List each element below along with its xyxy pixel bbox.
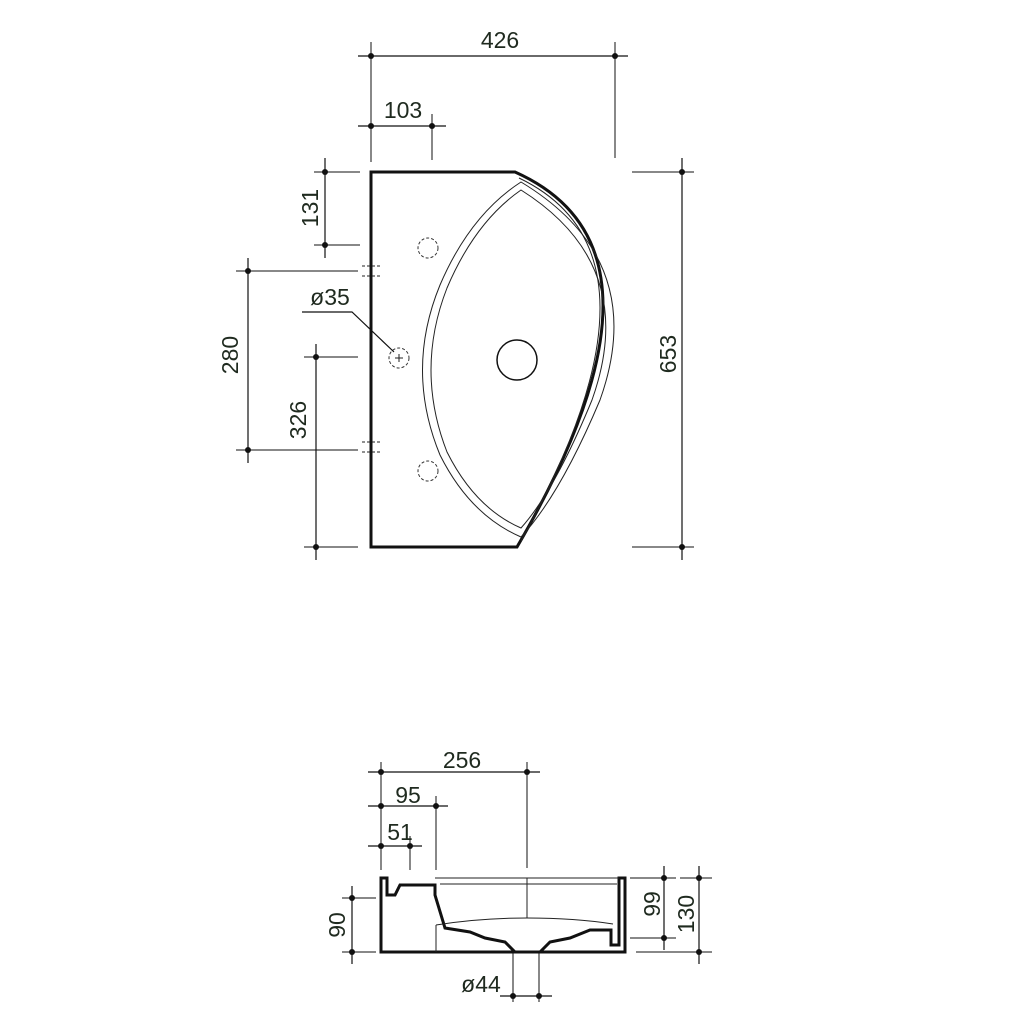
dim-label-280: 280 xyxy=(217,336,243,374)
tap-hole-upper xyxy=(417,237,439,259)
dim-label-90: 90 xyxy=(324,912,350,938)
basin-outline xyxy=(369,170,605,549)
dimension-256: 256 xyxy=(368,747,540,870)
dimension-90: 90 xyxy=(324,886,376,964)
dim-label-99: 99 xyxy=(639,891,665,917)
tap-hole-center xyxy=(388,347,410,369)
bowl-inner-rim xyxy=(430,189,607,529)
dim-label-44: ø44 xyxy=(461,971,501,997)
dimension-99: 99 xyxy=(630,866,676,950)
bowl-outer-rim xyxy=(422,181,615,538)
dimension-103: 103 xyxy=(358,97,446,162)
dimension-51: 51 xyxy=(368,819,422,870)
dim-label-103: 103 xyxy=(384,97,422,123)
dimension-95: 95 xyxy=(368,782,448,870)
fixing-mark-upper xyxy=(362,265,380,277)
front-curve-face xyxy=(518,177,601,542)
fixing-mark-lower xyxy=(362,441,380,453)
dimension-280: 280 xyxy=(217,258,358,463)
dimension-131: 131 xyxy=(297,158,360,258)
dim-label-95: 95 xyxy=(395,782,421,808)
dim-label-130: 130 xyxy=(673,895,699,933)
dim-label-131: 131 xyxy=(297,189,323,227)
dimension-326: 326 xyxy=(285,344,358,560)
dimension-tap-diameter: ø35 xyxy=(302,284,395,353)
dim-label-326: 326 xyxy=(285,401,311,439)
dim-label-35: ø35 xyxy=(310,284,350,310)
side-view: 256 95 51 90 xyxy=(324,747,712,1002)
dim-label-426: 426 xyxy=(481,27,519,53)
drain-hole xyxy=(496,339,538,381)
dimension-426: 426 xyxy=(358,27,628,162)
side-outline xyxy=(379,876,627,954)
top-view: 426 103 131 280 xyxy=(217,27,694,560)
dim-label-256: 256 xyxy=(443,747,481,773)
dimension-drain-diameter: ø44 xyxy=(461,952,552,1002)
dimension-130: 130 xyxy=(636,866,712,964)
tap-hole-lower xyxy=(417,460,439,482)
dim-label-51: 51 xyxy=(387,819,413,845)
dim-label-653: 653 xyxy=(655,335,681,373)
dimension-653: 653 xyxy=(632,158,694,560)
